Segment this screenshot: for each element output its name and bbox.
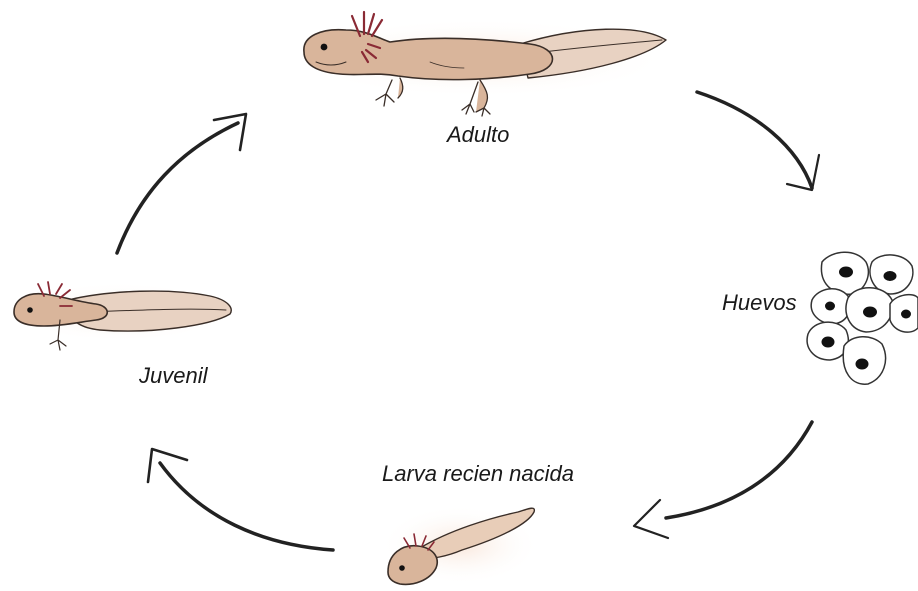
stage-label-adult: Adulto bbox=[447, 122, 509, 148]
stage-label-larva: Larva recien nacida bbox=[382, 461, 574, 487]
arrow-eggs-to-larva bbox=[634, 422, 812, 538]
arrow-adult-to-eggs bbox=[697, 92, 819, 190]
stage-label-eggs: Huevos bbox=[722, 290, 797, 316]
stage-label-juvenile: Juvenil bbox=[139, 363, 207, 389]
larva-illustration bbox=[380, 505, 540, 585]
juvenile-axolotl-illustration bbox=[10, 282, 231, 350]
adult-axolotl-illustration bbox=[290, 12, 670, 116]
eggs-illustration bbox=[807, 252, 918, 384]
arrow-juvenile-to-adult bbox=[117, 114, 246, 253]
arrow-larva-to-juvenile bbox=[148, 449, 333, 550]
